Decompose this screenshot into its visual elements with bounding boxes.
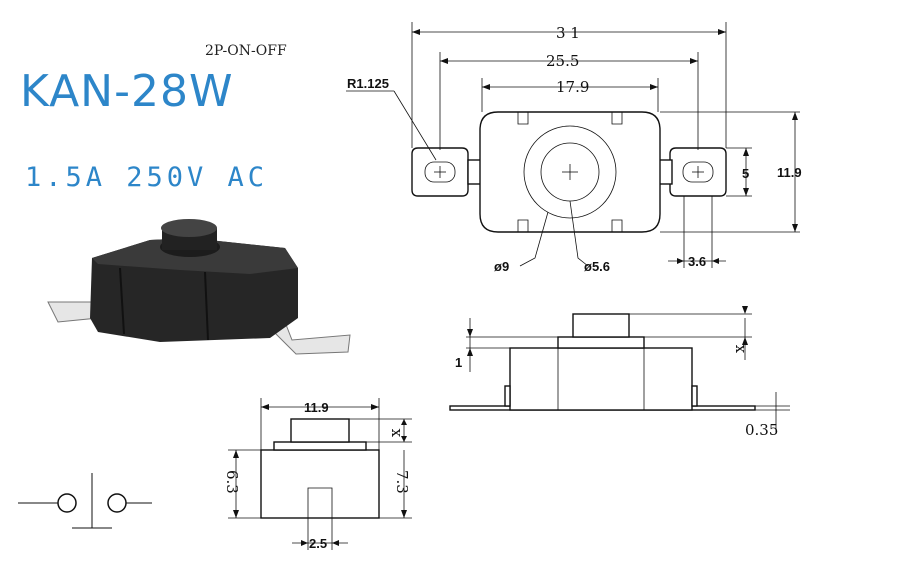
switch-symbol [18, 473, 152, 529]
dim-body-height: 11.9 [777, 165, 802, 180]
top-view: 3 1 25.5 17.9 R1.125 5 11.9 ø9 [346, 22, 802, 274]
dim-body-width: 17.9 [556, 78, 589, 96]
front-view: 11.9 x 6.3 7.3 2.5 [223, 398, 412, 551]
switch-type-label: 2P-ON-OFF [205, 43, 287, 59]
rating-label: 1.5A 250V AC [25, 162, 268, 193]
dim-overall-width: 3 1 [556, 24, 580, 42]
side-step-height: 1 [455, 355, 462, 370]
dim-terminal-pitch: 25.5 [546, 52, 579, 70]
front-slot-width: 2.5 [309, 536, 327, 551]
switch-photo [47, 219, 351, 355]
front-body-height: 6.3 [223, 470, 241, 494]
dim-tab-height: 5 [742, 166, 749, 181]
side-terminal-thickness: 0.35 [745, 421, 778, 439]
dim-corner-radius: R1.125 [347, 76, 389, 91]
side-plunger-travel: x [730, 344, 748, 353]
dim-inner-diameter: ø5.6 [584, 259, 610, 274]
dim-tab-width: 3.6 [688, 254, 706, 269]
front-body-width: 11.9 [304, 400, 329, 415]
front-plunger-travel: x [386, 428, 404, 437]
side-view: x 1 0.35 [449, 306, 790, 439]
model-title: KAN-28W [20, 66, 233, 117]
front-total-height: 7.3 [393, 470, 411, 494]
dim-outer-diameter: ø9 [494, 259, 509, 274]
